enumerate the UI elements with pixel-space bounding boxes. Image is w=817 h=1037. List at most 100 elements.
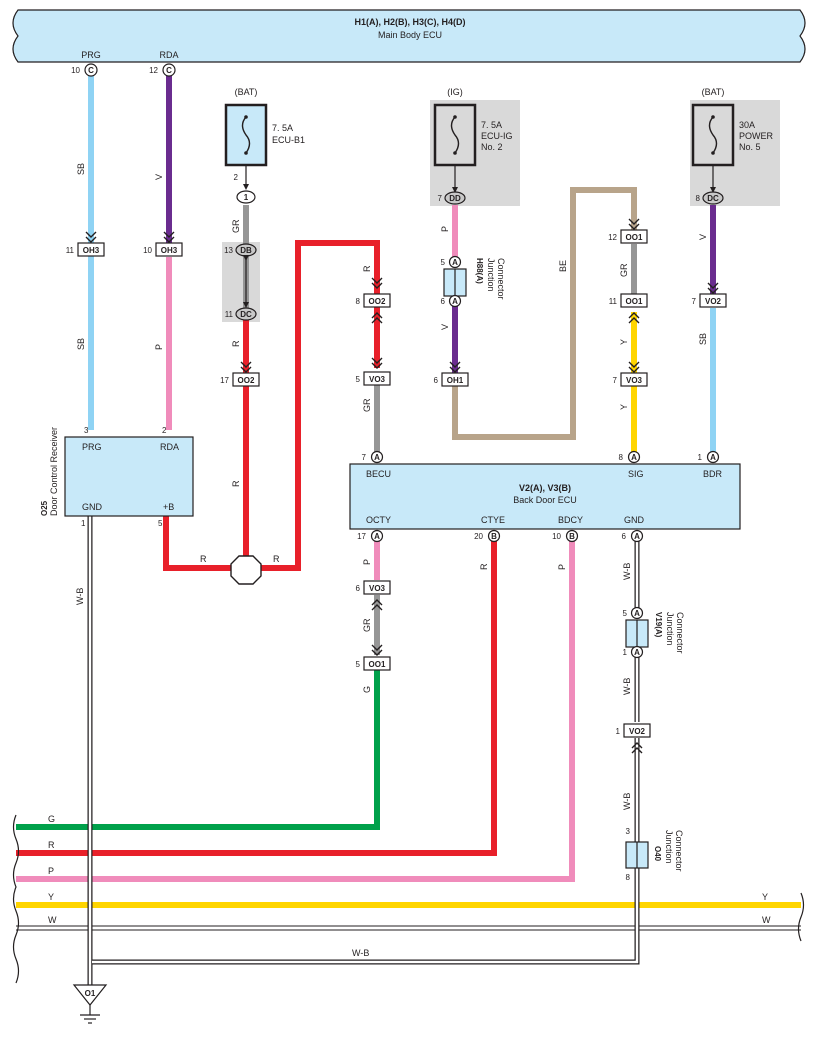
svg-text:R: R: [273, 554, 280, 564]
svg-text:11: 11: [225, 310, 234, 319]
junction-h88: A 5 A 6 H88(A) Junction Connector: [441, 255, 506, 308]
svg-text:GND: GND: [624, 515, 645, 525]
connector-oo1-octy: OO1 5: [356, 656, 391, 671]
svg-text:No. 5: No. 5: [739, 142, 761, 152]
svg-text:OH3: OH3: [83, 246, 100, 255]
wire-color-labels: SB SB V P GR R R R R R GR P V BE GR Y Y …: [48, 163, 771, 958]
svg-text:V: V: [440, 324, 450, 330]
connector-vo3-sig: VO3 7: [613, 361, 648, 387]
svg-text:B: B: [569, 532, 575, 541]
svg-text:OO2: OO2: [238, 376, 255, 385]
wire-ground-wb: [87, 515, 640, 985]
svg-text:VO3: VO3: [626, 376, 643, 385]
svg-text:R: R: [200, 554, 207, 564]
svg-text:P: P: [48, 866, 54, 876]
svg-text:A: A: [374, 532, 380, 541]
svg-text:OO1: OO1: [626, 297, 643, 306]
svg-text:R: R: [362, 265, 372, 272]
svg-text:DD: DD: [449, 194, 461, 203]
svg-text:Junction: Junction: [665, 612, 675, 646]
svg-text:GR: GR: [619, 263, 629, 277]
svg-text:A: A: [710, 453, 716, 462]
svg-text:W: W: [762, 915, 771, 925]
svg-text:7: 7: [692, 297, 697, 306]
svg-text:8: 8: [626, 873, 631, 882]
svg-text:A: A: [374, 453, 380, 462]
svg-text:POWER: POWER: [739, 131, 774, 141]
svg-text:2: 2: [162, 426, 167, 435]
svg-text:DC: DC: [707, 194, 719, 203]
svg-text:20: 20: [474, 532, 483, 541]
svg-text:W-B: W-B: [352, 948, 369, 958]
main-ecu-pin-prg: C 10: [71, 63, 98, 77]
svg-text:3: 3: [84, 426, 89, 435]
svg-text:5: 5: [356, 375, 361, 384]
svg-text:A: A: [634, 609, 640, 618]
svg-text:8: 8: [356, 297, 361, 306]
bus-break-left: [12, 814, 20, 984]
svg-text:OO2: OO2: [369, 297, 386, 306]
connector-dc-b1: DC 11: [225, 307, 257, 321]
svg-text:OH3: OH3: [161, 246, 178, 255]
svg-text:R: R: [479, 563, 489, 570]
svg-text:Junction: Junction: [486, 258, 496, 292]
svg-text:SB: SB: [76, 338, 86, 350]
connector-vo2-bdr: VO2 7: [692, 282, 727, 308]
svg-text:6: 6: [356, 584, 361, 593]
svg-text:13: 13: [224, 246, 233, 255]
svg-text:Door Control Receiver: Door Control Receiver: [49, 427, 59, 516]
svg-text:ECU-IG: ECU-IG: [481, 131, 513, 141]
svg-text:5: 5: [158, 519, 163, 528]
svg-text:5: 5: [623, 609, 628, 618]
svg-text:OCTY: OCTY: [366, 515, 391, 525]
svg-text:17: 17: [357, 532, 366, 541]
svg-text:6: 6: [622, 532, 627, 541]
svg-text:3: 3: [626, 827, 631, 836]
connector-oo2-b: OO2 17: [220, 361, 260, 387]
svg-text:V: V: [154, 174, 164, 180]
svg-text:17: 17: [220, 376, 229, 385]
svg-text:11: 11: [609, 297, 618, 306]
svg-text:C: C: [88, 66, 94, 75]
svg-text:C: C: [166, 66, 172, 75]
svg-text:OO1: OO1: [369, 660, 386, 669]
svg-text:W: W: [48, 915, 57, 925]
svg-text:VO2: VO2: [705, 297, 722, 306]
svg-text:ECU-B1: ECU-B1: [272, 135, 305, 145]
svg-text:5: 5: [356, 660, 361, 669]
svg-text:PRG: PRG: [82, 442, 102, 452]
svg-text:DC: DC: [240, 310, 252, 319]
svg-text:VO2: VO2: [629, 727, 646, 736]
svg-text:W-B: W-B: [622, 793, 632, 810]
ground-o1: O1: [72, 984, 108, 1024]
svg-text:12: 12: [149, 66, 158, 75]
svg-text:1: 1: [244, 193, 249, 202]
svg-text:VO3: VO3: [369, 584, 386, 593]
main-body-ecu-terminal-rda: RDA: [159, 50, 178, 60]
splice-point: [230, 555, 262, 585]
svg-text:Connector: Connector: [675, 612, 685, 654]
svg-text:7: 7: [362, 453, 367, 462]
svg-text:O1: O1: [85, 989, 96, 998]
svg-text:A: A: [452, 258, 458, 267]
svg-text:BE: BE: [558, 260, 568, 272]
connector-vo2-gnd: VO2 1: [616, 723, 651, 754]
svg-text:7: 7: [438, 194, 443, 203]
svg-text:P: P: [362, 559, 372, 565]
svg-text:DB: DB: [240, 246, 252, 255]
connector-oh3-rda: OH3 10: [143, 231, 183, 257]
main-body-ecu-name: Main Body ECU: [378, 30, 442, 40]
svg-text:7: 7: [613, 376, 618, 385]
svg-text:6: 6: [441, 297, 446, 306]
bus-break-right: [797, 892, 805, 942]
fuse-ecu-ig: (IG) 7. 5A ECU-IG No. 2: [433, 87, 513, 193]
svg-text:O40: O40: [653, 846, 662, 862]
svg-text:1: 1: [698, 453, 703, 462]
wire-sig-be: [452, 187, 637, 440]
svg-text:12: 12: [608, 233, 617, 242]
wire-oo2-r: [260, 240, 380, 571]
svg-text:W-B: W-B: [622, 563, 632, 580]
connector-oo1-gr: OO1 11: [609, 293, 648, 324]
wire-bus-g: [16, 670, 380, 830]
